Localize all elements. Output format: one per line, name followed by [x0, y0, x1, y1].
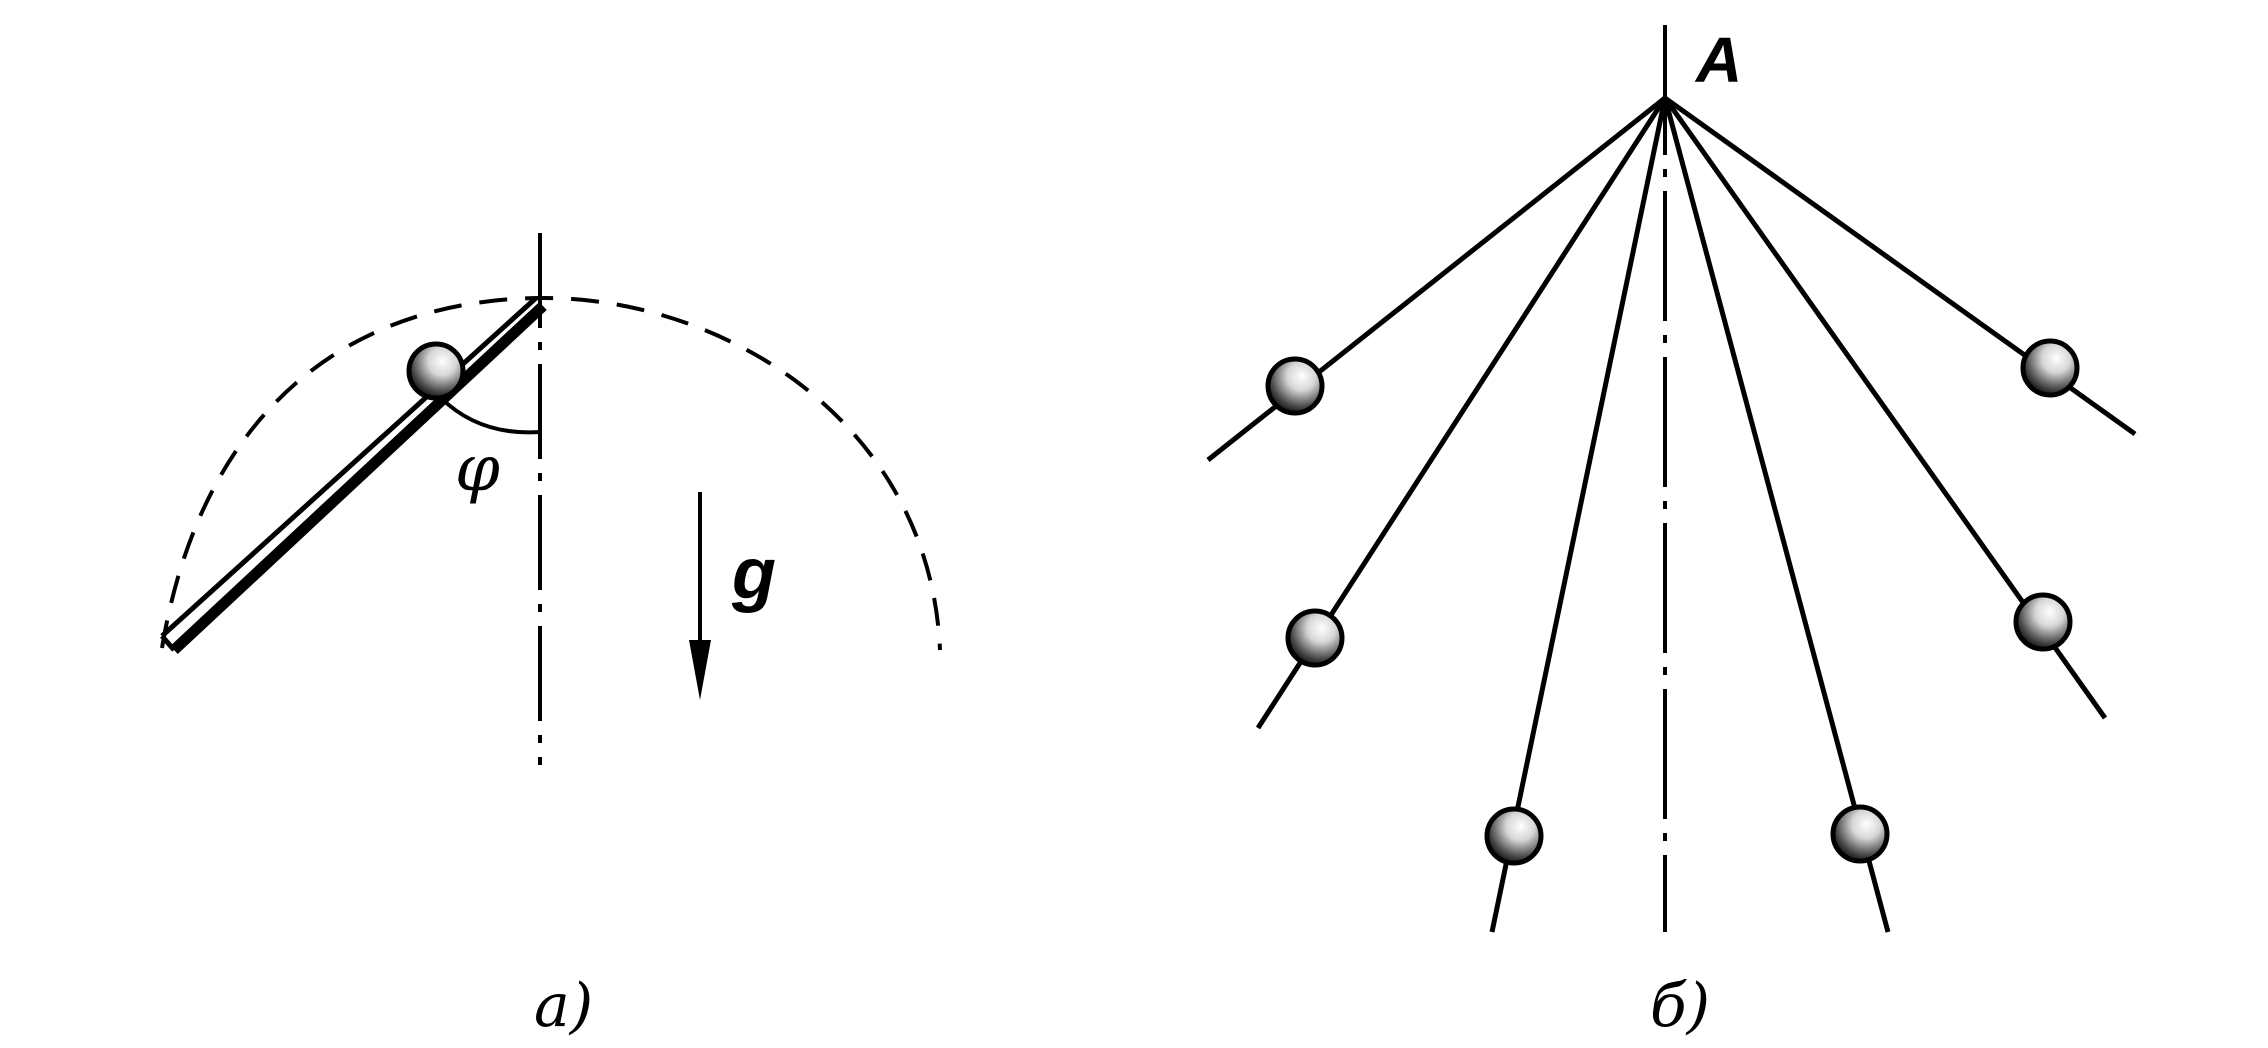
angle-arc: [439, 396, 541, 435]
bead-6: [2020, 338, 2080, 398]
bead-3: [1484, 806, 1544, 866]
caption-b: б): [1650, 971, 1710, 1041]
rod-4: [1662, 97, 1891, 933]
angle-label: φ: [455, 432, 500, 506]
panel-b: A б): [1206, 24, 2137, 1041]
bead-4: [1830, 804, 1890, 864]
bead-1: [1265, 356, 1325, 416]
gravity-arrow: [689, 492, 711, 700]
beads: [1265, 338, 2080, 866]
bead-5: [2013, 592, 2073, 652]
panel-a: φ g a): [160, 233, 942, 1041]
caption-a: a): [534, 971, 593, 1041]
inclined-rod: [160, 296, 547, 655]
gravity-label: g: [731, 534, 776, 614]
pivot-label: A: [1694, 24, 1742, 96]
bead-on-rod: [406, 341, 466, 401]
dashed-arc: [160, 295, 942, 651]
rods-fan: [1206, 95, 2137, 933]
rod-3: [1489, 97, 1668, 933]
bead-2: [1285, 608, 1345, 668]
